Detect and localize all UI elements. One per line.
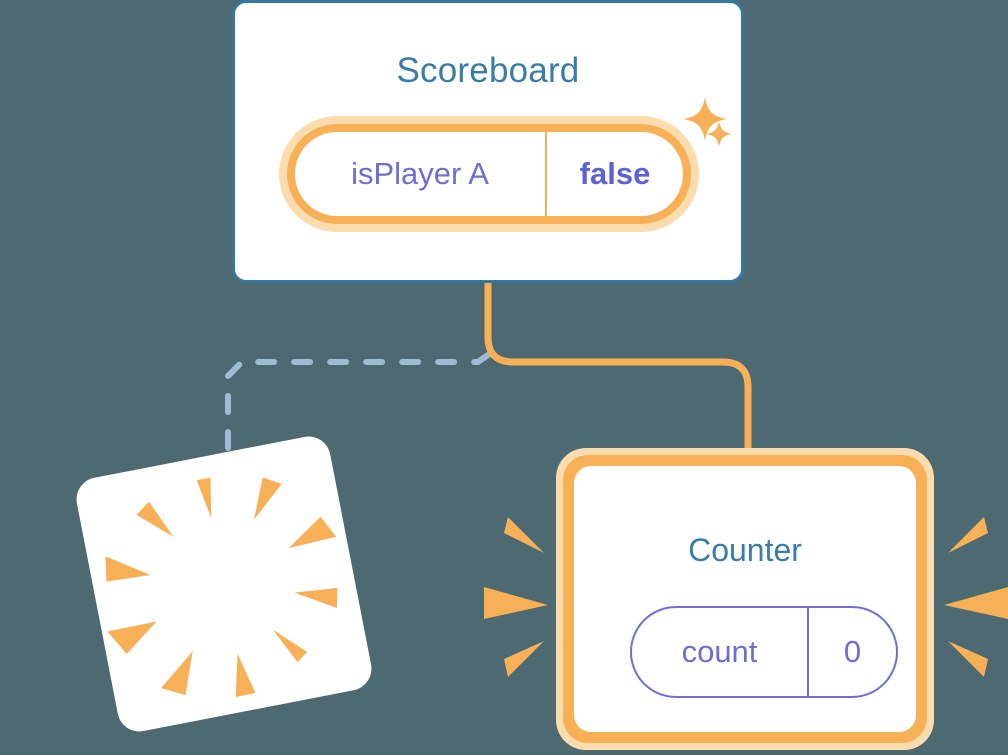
counter-state-key: count (681, 634, 758, 669)
scoreboard-state-value: false (579, 156, 651, 191)
scoreboard-state-pill[interactable]: isPlayer A false (279, 116, 699, 232)
burst-card[interactable] (72, 432, 376, 736)
pill-divider (807, 608, 809, 696)
scoreboard-title: Scoreboard (396, 51, 580, 90)
scoreboard-state-key: isPlayer A (351, 156, 489, 191)
pill-inner: isPlayer A false (295, 132, 683, 216)
sparkle-small-icon (705, 120, 733, 148)
counter-state-value: 0 (843, 634, 862, 669)
node-card-scoreboard[interactable]: Scoreboard isPlayer A false (232, 0, 744, 283)
node-card-counter[interactable]: Counter count 0 (556, 448, 934, 750)
sparkle-large-icon (682, 96, 728, 142)
connector-solid-scoreboard-counter (484, 280, 752, 455)
connector-dashed-scoreboard-burstcard (225, 280, 491, 495)
counter-title: Counter (688, 532, 802, 568)
counter-state-pill[interactable]: count 0 (630, 606, 898, 698)
counter-inner: Counter count 0 (574, 466, 916, 732)
pill-divider (545, 132, 547, 216)
burst-rays-icon (105, 477, 338, 697)
